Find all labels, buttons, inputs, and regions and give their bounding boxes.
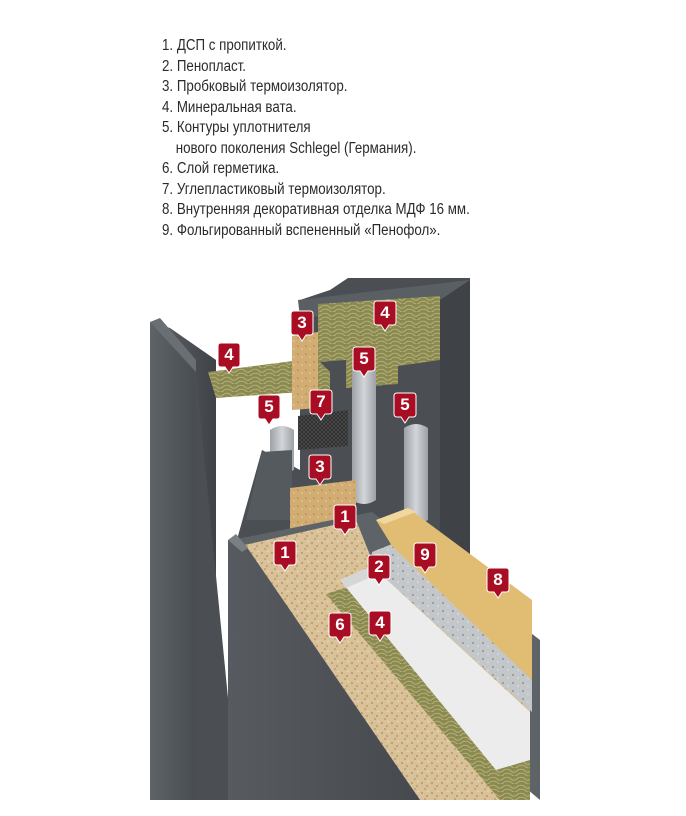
svg-text:5: 5 [264,397,273,416]
svg-text:1: 1 [280,543,289,562]
svg-text:6: 6 [335,615,344,634]
seal-upper [352,364,376,504]
frame-outer-lip [150,318,196,372]
svg-text:4: 4 [380,303,390,322]
svg-text:9: 9 [420,545,429,564]
marker-5-upper-seal: 5 [352,346,376,378]
svg-text:1: 1 [340,507,349,526]
legend-item-9: 9. Фольгированный вспененный «Пенофол». [162,221,441,239]
marker-5-right-seal: 5 [393,392,417,424]
legend-item-7: 7. Углепластиковый термоизолятор. [162,180,386,198]
marker-8: 8 [486,567,510,599]
legend-item-5-continued: нового поколения Schlegel (Германия). [175,139,417,157]
legend-item-6: 6. Слой герметика. [162,160,280,177]
foil-layer [372,544,532,712]
mdf-panel-top [376,508,416,524]
svg-text:5: 5 [359,349,368,368]
marker-4-top-right: 4 [373,300,397,332]
legend: 1. ДСП с пропиткой. 2. Пенопласт. 3. Про… [162,36,602,241]
frame-right-wall [440,280,470,580]
marker-9: 9 [413,542,437,574]
svg-text:3: 3 [315,457,324,476]
legend-item-2: 2. Пенопласт. [162,57,246,75]
legend-item-4: 4. Минеральная вата. [162,98,297,116]
marker-3-upper: 3 [290,310,314,342]
svg-text:2: 2 [374,557,383,576]
door-leaf-front [228,540,420,800]
svg-text:4: 4 [224,345,234,364]
svg-text:7: 7 [316,392,325,411]
carbon-insulator [298,410,348,450]
marker-4-lower: 4 [368,610,392,642]
marker-6: 6 [328,612,352,644]
svg-text:4: 4 [375,613,385,632]
legend-item-8: 8. Внутренняя декоративная отделка МДФ 1… [162,201,470,218]
marker-1-left: 1 [273,540,297,572]
svg-text:3: 3 [297,313,306,332]
legend-item-1: 1. ДСП с пропиткой. [162,37,287,54]
marker-3-lower: 3 [308,454,332,486]
mineral-wool-top [318,296,440,388]
frame-inner-channel [246,450,292,520]
svg-text:8: 8 [493,570,502,589]
legend-item-5: 5. Контуры уплотнителя [162,119,311,136]
marker-5-left-seal: 5 [257,394,281,426]
marker-4-top-left: 4 [217,342,241,374]
marker-7: 7 [309,389,333,421]
marker-2: 2 [367,554,391,586]
svg-text:5: 5 [400,395,409,414]
marker-1-right: 1 [333,504,357,536]
seal-right [404,424,428,524]
legend-item-3: 3. Пробковый термоизолятор. [162,78,348,95]
door-leaf-edge [228,534,248,552]
